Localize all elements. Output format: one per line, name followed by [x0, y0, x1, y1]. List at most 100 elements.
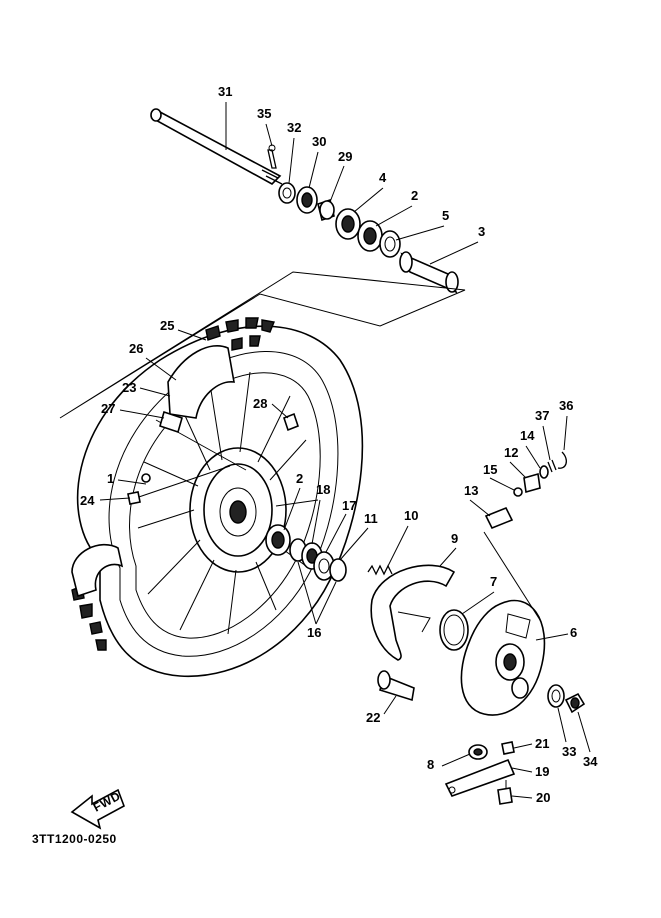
leader-6: [535, 633, 569, 641]
camshaft-22: [377, 670, 415, 702]
rim-band-27: [159, 410, 183, 434]
oil-seal-5: [379, 230, 401, 258]
leader-8: [441, 753, 471, 767]
callout-4: 4: [379, 170, 387, 185]
tube-26: [167, 344, 235, 419]
washer-32: [278, 182, 296, 204]
leader-21: [513, 743, 533, 749]
brake-panel-6: [460, 599, 546, 716]
leader-16-1: [297, 561, 317, 625]
callout-9: 9: [451, 531, 458, 546]
leader-32: [288, 137, 295, 184]
callout-37: 37: [535, 408, 549, 423]
reference-line-axle: [59, 271, 466, 419]
leader-35: [265, 123, 273, 147]
leader-3: [429, 241, 479, 265]
callout-19: 19: [535, 764, 549, 779]
adjuster-13: [484, 506, 514, 530]
drawing-code: 3TT1200-0250: [32, 832, 117, 846]
leader-20: [511, 795, 533, 799]
nut-34: [564, 692, 586, 714]
leader-19: [511, 767, 533, 773]
callout-18: 18: [316, 482, 330, 497]
leader-7: [461, 591, 495, 615]
clip-36: [557, 451, 568, 469]
nut-12: [523, 472, 541, 494]
callout-32: 32: [287, 120, 301, 135]
callout-8: 8: [427, 757, 434, 772]
bolt-20: [497, 780, 513, 805]
nut-24: [127, 491, 141, 505]
callout-16: 16: [307, 625, 321, 640]
seal-7: [439, 609, 469, 651]
callout-21: 21: [535, 736, 549, 751]
washer-8: [468, 744, 488, 760]
leader-25: [177, 329, 207, 341]
bearing-2-top: [357, 220, 383, 252]
leader-lines: [99, 102, 591, 799]
spring-10: [367, 564, 393, 576]
axle: [150, 108, 283, 185]
callout-34: 34: [583, 754, 598, 769]
callout-24: 24: [80, 493, 95, 508]
callout-10: 10: [404, 508, 418, 523]
callout-25: 25: [160, 318, 174, 333]
callouts: 1 2 2 3 4 5 6 7 8 9 10 11 12 13 14 15 16…: [80, 84, 598, 805]
cam-lever-19: [444, 758, 516, 797]
callout-20: 20: [536, 790, 550, 805]
leader-37: [542, 425, 551, 461]
leader-9: [439, 547, 457, 567]
leader-2a: [375, 205, 413, 227]
leader-23: [139, 387, 171, 397]
leader-10: [387, 525, 409, 567]
leader-29: [329, 165, 345, 203]
callout-26: 26: [129, 341, 143, 356]
leader-2b: [283, 487, 301, 531]
collar-33: [547, 684, 565, 708]
leader-12: [509, 461, 527, 479]
callout-13: 13: [464, 483, 478, 498]
callout-36: 36: [559, 398, 573, 413]
reference-line-cable: [483, 531, 541, 621]
spring-37: [547, 459, 557, 473]
bearing-2-hub: [265, 524, 291, 556]
spacer-3: [399, 251, 459, 294]
callout-33: 33: [562, 744, 576, 759]
spoke-1: [141, 473, 151, 483]
callout-14: 14: [520, 428, 535, 443]
forward-arrow-icon: [70, 788, 125, 830]
leader-15: [489, 477, 515, 491]
leader-30: [308, 151, 319, 189]
ring-15: [513, 487, 523, 497]
cotter-pin: [267, 144, 277, 169]
leader-13: [469, 499, 491, 517]
callout-11: 11: [364, 511, 378, 526]
callout-35: 35: [257, 106, 271, 121]
leader-34: [577, 711, 591, 753]
leader-27: [119, 409, 165, 419]
leader-1: [117, 479, 147, 485]
leader-26: [145, 357, 177, 381]
leader-36: [563, 415, 568, 451]
callout-3: 3: [478, 224, 485, 239]
callout-7: 7: [490, 574, 497, 589]
callout-1: 1: [107, 471, 114, 486]
callout-28: 28: [253, 396, 267, 411]
leader-14: [525, 445, 541, 469]
callout-2a: 2: [411, 188, 418, 203]
callout-23: 23: [122, 380, 136, 395]
callout-6: 6: [570, 625, 577, 640]
leader-33: [557, 707, 567, 743]
tire-section: [71, 543, 124, 598]
callout-15: 15: [483, 462, 497, 477]
ring-32-inner: [282, 187, 292, 199]
collar-29: [317, 198, 335, 222]
callout-31: 31: [218, 84, 232, 99]
callout-17: 17: [342, 498, 356, 513]
leader-24: [99, 497, 131, 501]
callout-29: 29: [338, 149, 352, 164]
leader-4: [353, 187, 384, 213]
callout-22: 22: [366, 710, 380, 725]
